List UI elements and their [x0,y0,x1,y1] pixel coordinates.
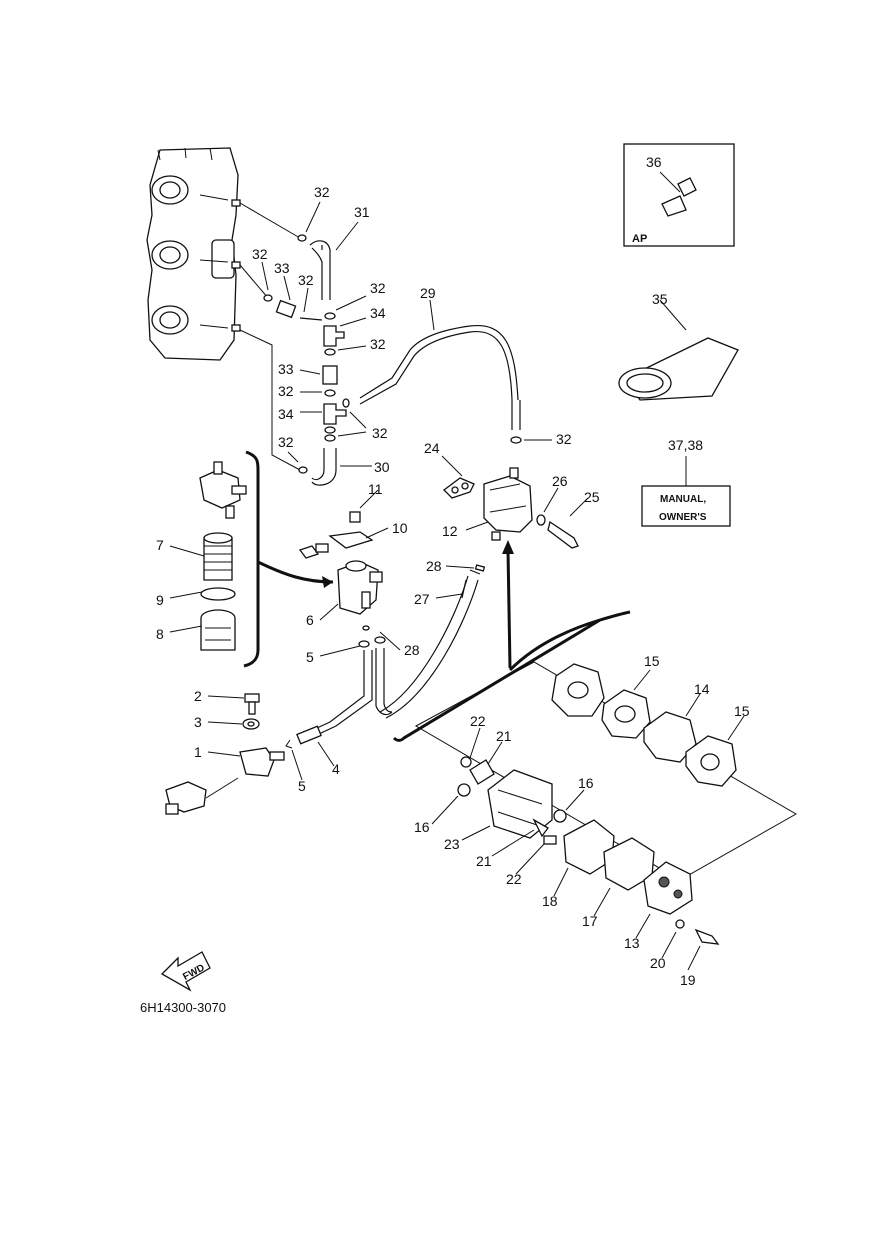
manual-label-line2: OWNER'S [659,512,707,523]
hose-tree [263,234,350,486]
callout-14: 14 [694,681,710,697]
callout-5: 5 [298,778,306,794]
leader-lines [169,201,745,971]
callout-37-38: 37,38 [668,437,703,453]
pump-repair-kit [457,663,737,945]
callout-27: 27 [414,591,430,607]
callout-26: 26 [552,473,568,489]
callout-3: 3 [194,714,202,730]
callout-16: 16 [414,819,430,835]
part-code: 6H14300-3070 [140,1000,226,1015]
callout-34: 34 [278,406,294,422]
callout-15: 15 [644,653,660,669]
callout-2: 2 [194,688,202,704]
callout-32: 32 [370,336,386,352]
fuel-pump [443,467,579,549]
callout-32: 32 [556,431,572,447]
callout-21: 21 [496,728,512,744]
ap-label: AP [632,233,647,245]
callout-25: 25 [584,489,600,505]
callout-9: 9 [156,592,164,608]
callout-32: 32 [298,272,314,288]
callout-36: 36 [646,154,662,170]
ap-box [623,143,735,247]
manual-label-line1: MANUAL, [660,494,706,505]
callout-6: 6 [306,612,314,628]
grease-fitting [661,177,697,217]
callout-11: 11 [368,481,383,497]
callout-32: 32 [252,246,268,262]
callout-28: 28 [404,642,420,658]
callout-33: 33 [274,260,290,276]
callout-32: 32 [372,425,388,441]
callout-35: 35 [652,291,668,307]
callout-20: 20 [650,955,666,971]
callout-19: 19 [680,972,696,988]
callout-30: 30 [374,459,390,475]
callout-13: 13 [624,935,640,951]
callout-10: 10 [392,520,408,536]
callout-29: 29 [420,285,436,301]
callout-24: 24 [424,440,440,456]
callout-8: 8 [156,626,164,642]
callout-22: 22 [470,713,486,729]
callout-22: 22 [506,871,522,887]
callout-15: 15 [734,703,750,719]
callout-7: 7 [156,537,164,553]
callout-1: 1 [194,744,202,760]
callout-5: 5 [306,649,314,665]
callout-21: 21 [476,853,492,869]
manual-box [641,485,731,527]
fuel-filter-assembly [298,511,383,615]
callout-32: 32 [314,184,330,200]
fuel-filter-parts [199,461,247,651]
callout-34: 34 [370,305,386,321]
callout-4: 4 [332,761,340,777]
callout-23: 23 [444,836,460,852]
callout-31: 31 [354,204,370,220]
fwd-arrow: FWD [160,951,211,992]
carburetor-block [146,147,241,361]
callout-16: 16 [578,775,594,791]
callout-12: 12 [442,523,458,539]
filter-sleeve [618,337,739,401]
callout-18: 18 [542,893,558,909]
callout-32: 32 [370,280,386,296]
callout-32: 32 [278,383,294,399]
callout-17: 17 [582,913,598,929]
callout-33: 33 [278,361,294,377]
callout-28: 28 [426,558,442,574]
fuel-joint-parts [165,693,285,815]
callout-32: 32 [278,434,294,450]
